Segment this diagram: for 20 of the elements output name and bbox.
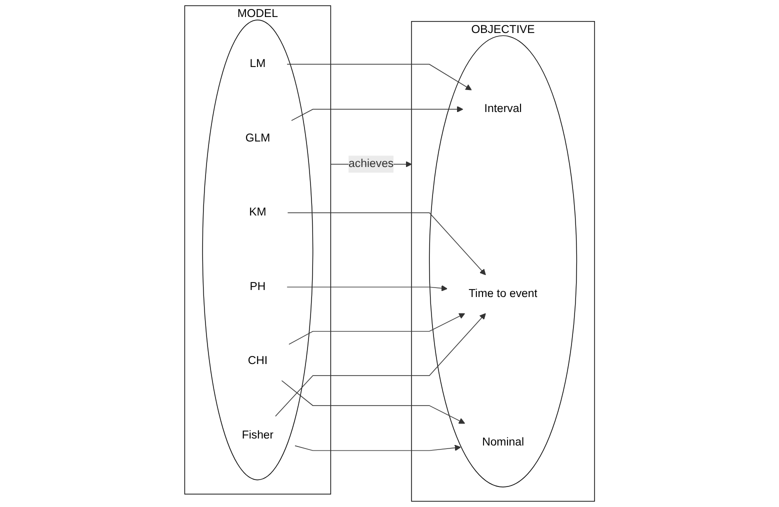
arrow [274, 313, 486, 417]
node-text: GLM [245, 132, 270, 144]
arrow [286, 285, 448, 292]
arrow [281, 380, 465, 424]
arrow [291, 106, 464, 121]
cluster [202, 20, 314, 480]
edge-label: achieves [348, 158, 394, 170]
node-text: CHI [248, 354, 268, 368]
cluster [428, 35, 577, 488]
arrow [286, 64, 472, 90]
node-text: Fisher [242, 429, 274, 442]
arrow [287, 212, 486, 276]
arrow [288, 313, 465, 345]
node-text: KM [249, 206, 266, 219]
node-text: PH [250, 280, 266, 293]
node-text: Time to event [468, 288, 538, 300]
node-text: LM [250, 58, 266, 70]
node-text: Nominal [482, 436, 524, 448]
node-text: Interval [484, 102, 522, 115]
arrow [294, 444, 461, 451]
